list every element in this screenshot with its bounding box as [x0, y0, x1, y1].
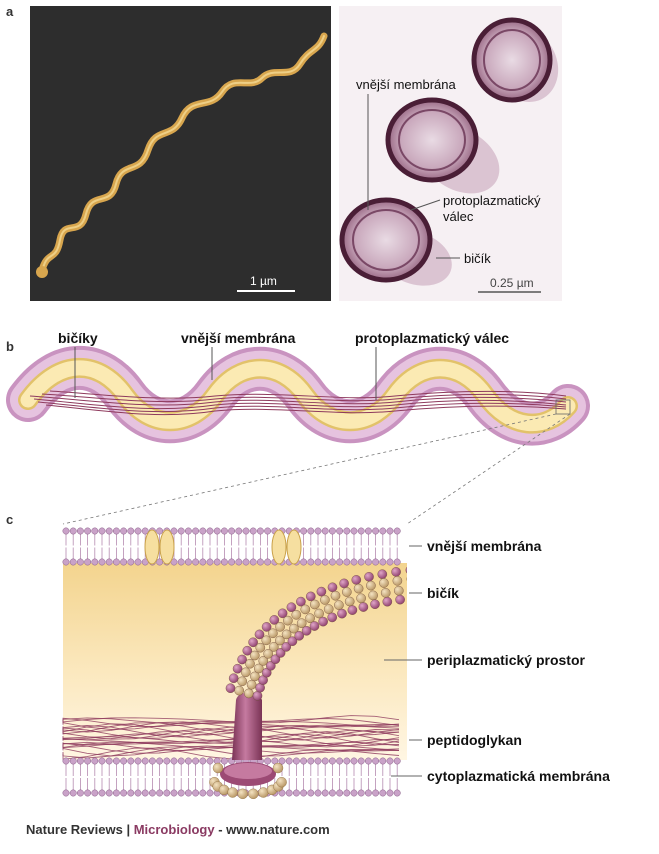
panel-label-c: c: [6, 512, 13, 527]
panel-c-cell-envelope: vnější membrána bičík periplazmatický pr…: [62, 527, 610, 799]
cross-section-middle: [385, 97, 500, 194]
motor-ring-beads: [209, 762, 287, 799]
footer-journal: Nature Reviews: [26, 822, 123, 837]
footer-site: - www.nature.com: [214, 822, 330, 837]
label-cytoplasmic-c: cytoplazmatická membrána: [427, 768, 610, 784]
label-flagellum-a: bičík: [464, 251, 491, 266]
panel-a-right-micrograph: vnější membrána protoplazmatický válec b…: [339, 6, 562, 301]
footer-credit: Nature Reviews | Microbiology - www.natu…: [26, 822, 330, 837]
cross-section-top: [471, 17, 559, 103]
label-protoplasmic-a-1: protoplazmatický: [443, 193, 541, 208]
zoom-connector-left: [62, 413, 557, 525]
panel-a-left-micrograph: 1 µm: [30, 6, 331, 301]
cell-tip: [36, 266, 48, 278]
scale-label-right: 0.25 µm: [490, 276, 534, 290]
label-outer-membrane-c: vnější membrána: [427, 538, 542, 554]
scale-label-left: 1 µm: [250, 274, 277, 288]
label-protoplasmic-a-2: válec: [443, 209, 474, 224]
label-peptidoglycan-c: peptidoglykan: [427, 732, 522, 748]
footer-section: Microbiology: [133, 822, 215, 837]
flagella-bundle-b: [29, 390, 567, 416]
label-protoplasmic-b: protoplazmatický válec: [355, 330, 509, 346]
cross-section-bottom: [339, 197, 452, 286]
outer-membrane-bilayer: [62, 527, 401, 566]
footer-separator: |: [122, 822, 134, 837]
peptidoglycan-layer: [62, 715, 400, 760]
zoom-connector-right: [406, 413, 571, 525]
flagellum-filament-c: [225, 566, 407, 701]
label-flagella-b: bičíky: [58, 330, 98, 346]
label-periplasm-c: periplazmatický prostor: [427, 652, 585, 668]
leader-protoplasmic-a: [410, 199, 441, 211]
micrograph-background: [30, 6, 331, 301]
outer-membrane-proteins: [144, 529, 302, 565]
label-outer-membrane-a: vnější membrána: [356, 77, 456, 92]
panel-label-b: b: [6, 339, 14, 354]
flagellar-motor: [220, 692, 276, 786]
zoom-region-box: [555, 399, 571, 415]
label-outer-membrane-b: vnější membrána: [181, 330, 296, 346]
panel-b-spirochete-diagram: bičíky vnější membrána protoplazmatický …: [6, 330, 590, 446]
label-flagellum-c: bičík: [427, 585, 459, 601]
panel-label-a: a: [6, 4, 14, 19]
